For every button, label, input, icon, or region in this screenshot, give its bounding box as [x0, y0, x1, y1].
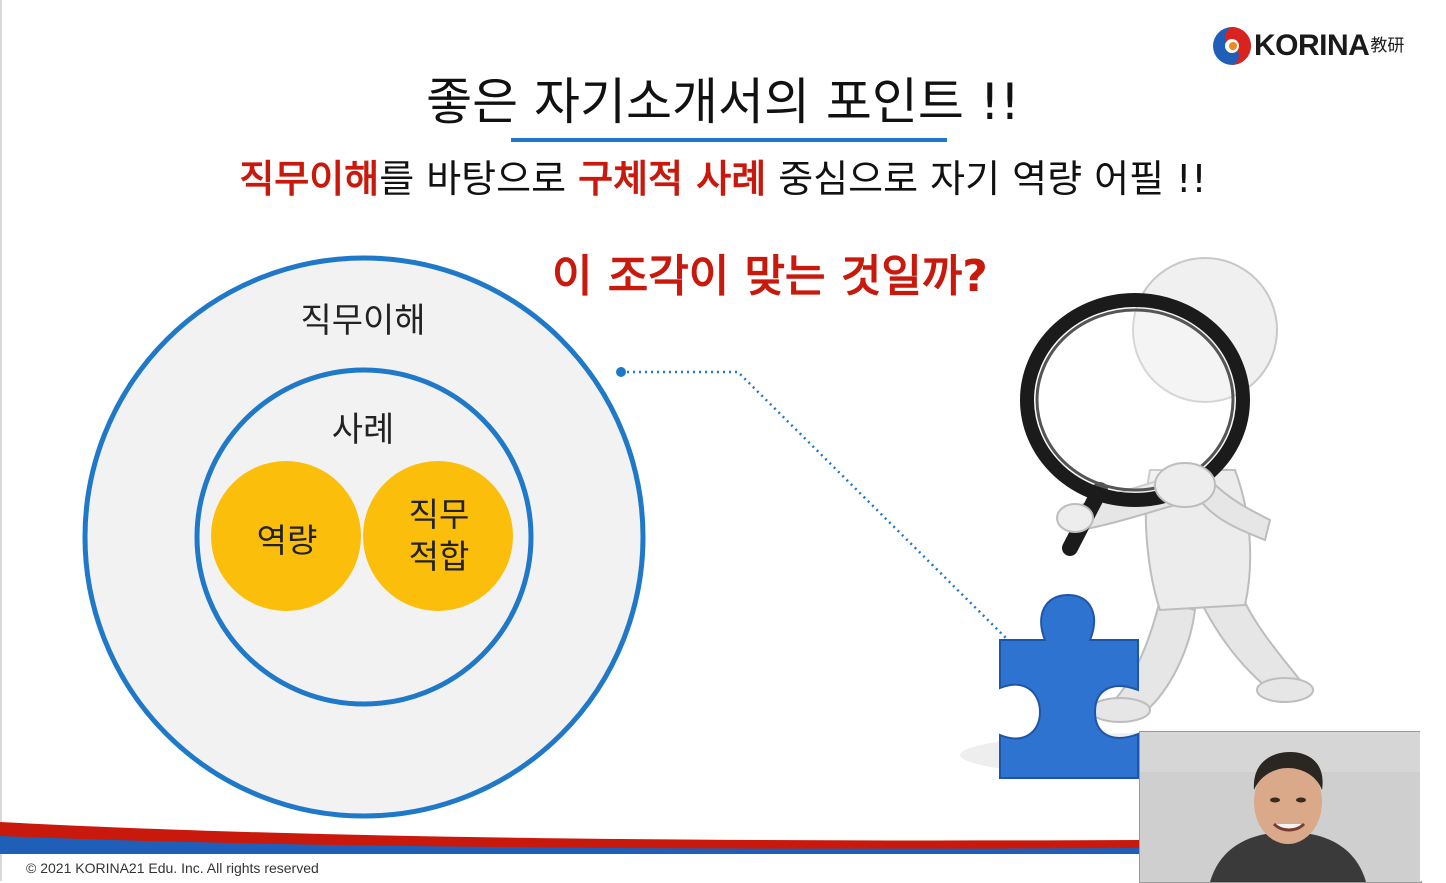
job-fit-circle — [363, 461, 513, 611]
webcam-overlay — [1139, 731, 1422, 883]
connector-line — [621, 370, 1009, 641]
competency-circle — [211, 461, 361, 611]
subtitle-text-1: 를 바탕으로 — [379, 157, 579, 201]
question-text: 이 조각이 맞는 것일까? — [552, 251, 988, 302]
copyright-text: © 2021 KORINA21 Edu. Inc. All rights res… — [26, 860, 319, 876]
korina-logo: KORINA 教研 — [1212, 26, 1404, 66]
logo-text: KORINA — [1254, 29, 1370, 62]
footer-stripe — [0, 822, 1140, 850]
job-fit-label-line2: 적합 — [408, 537, 470, 576]
outer-circle-label: 직무이해 — [300, 301, 426, 341]
slide-subtitle: 직무이해를 바탕으로 구체적 사례 중심으로 자기 역량 어필 !! — [0, 148, 1446, 203]
title-underline — [511, 138, 947, 142]
puzzle-piece-icon — [999, 593, 1139, 779]
subtitle-text-2: 중심으로 자기 역량 어필 !! — [766, 157, 1207, 201]
footer-stripe-blue — [0, 836, 1140, 854]
korina-logo-icon — [1213, 27, 1251, 65]
job-fit-label-line1: 직무 — [408, 495, 470, 534]
figure-with-magnifier-and-puzzle-icon — [960, 257, 1340, 777]
presenter-video-icon — [1140, 732, 1421, 882]
slide-edge — [0, 0, 2, 881]
subtitle-highlight-case: 구체적 사례 — [578, 157, 767, 201]
job-fit-label: 직무 적합 — [365, 494, 513, 578]
subtitle-highlight-job: 직무이해 — [239, 157, 380, 201]
competency-label: 역량 — [256, 521, 318, 560]
logo-subtext: 教研 — [1370, 35, 1405, 56]
slide-title: 좋은 자기소개서의 포인트 !! — [426, 73, 1020, 131]
right-edge-strip — [1420, 731, 1446, 881]
inner-circle-label: 사례 — [331, 410, 395, 450]
